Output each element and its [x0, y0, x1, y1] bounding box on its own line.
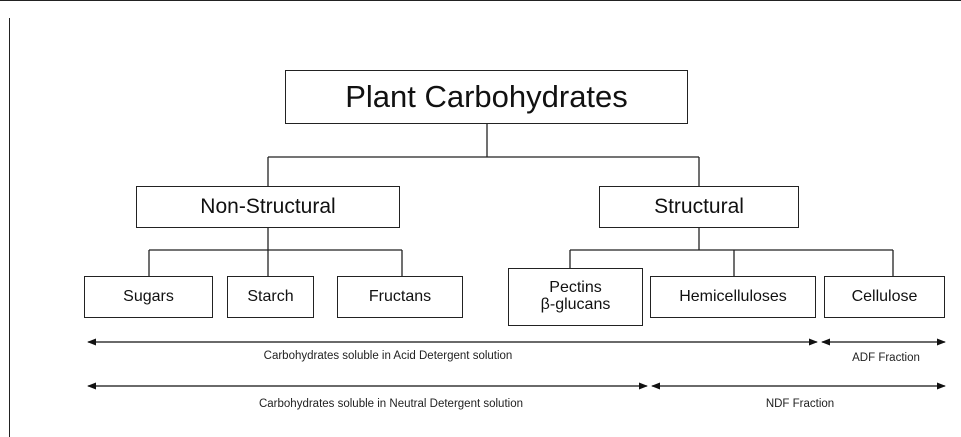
frame-left-border [9, 18, 10, 437]
sugars-node: Sugars [84, 276, 213, 318]
pectins-label: Pectins [549, 279, 602, 297]
acid-soluble-label: Carbohydrates soluble in Acid Detergent … [263, 350, 513, 362]
adf-fraction-label: ADF Fraction [852, 352, 920, 364]
pectins-beta-glucans-node: Pectins β-glucans [508, 268, 643, 326]
fructans-label: Fructans [368, 287, 432, 305]
structural-node: Structural [599, 186, 799, 228]
beta-glucans-label: β-glucans [540, 296, 611, 313]
starch-label: Starch [247, 287, 294, 305]
ndf-fraction-label: NDF Fraction [765, 398, 835, 410]
hemicelluloses-node: Hemicelluloses [650, 276, 816, 318]
cellulose-label: Cellulose [851, 287, 918, 305]
non-structural-node: Non-Structural [136, 186, 400, 228]
hemicelluloses-label: Hemicelluloses [679, 287, 787, 305]
non-structural-label: Non-Structural [200, 194, 336, 218]
cellulose-node: Cellulose [824, 276, 945, 318]
starch-node: Starch [227, 276, 314, 318]
neutral-soluble-label: Carbohydrates soluble in Neutral Deterge… [258, 398, 523, 410]
fructans-node: Fructans [337, 276, 463, 318]
plant-carbohydrates-node: Plant Carbohydrates [285, 70, 688, 124]
plant-carbohydrates-label: Plant Carbohydrates [345, 78, 628, 114]
sugars-label: Sugars [123, 287, 174, 305]
frame-top-border [0, 0, 961, 1]
structural-label: Structural [654, 194, 744, 218]
